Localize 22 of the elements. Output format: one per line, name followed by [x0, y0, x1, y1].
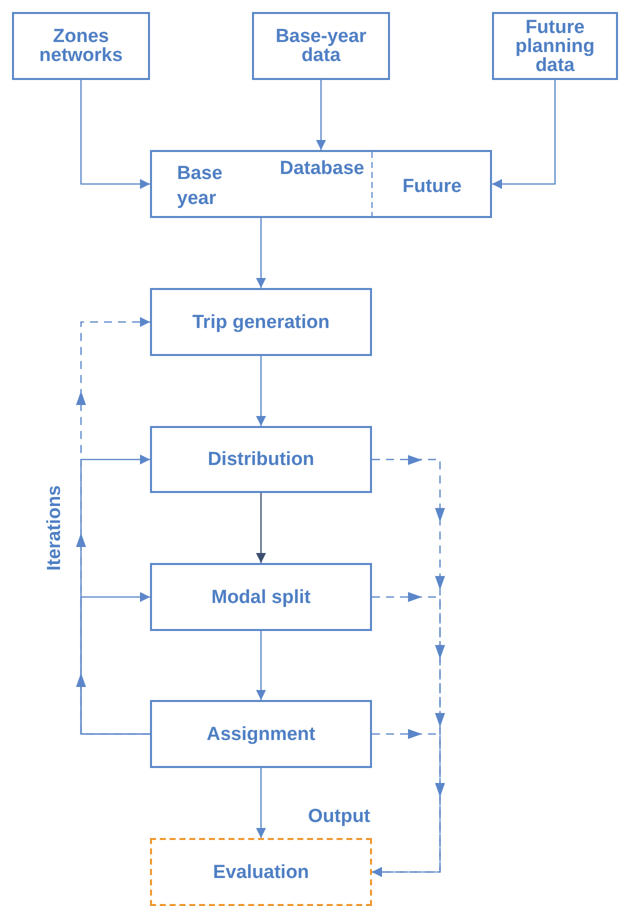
- node-label: Distribution: [208, 450, 314, 469]
- node-label: Base year: [177, 162, 224, 211]
- node-label: Modal split: [211, 588, 311, 606]
- node-label: Future planning data: [514, 18, 596, 74]
- node-label: Base-year data: [274, 27, 368, 65]
- node-label: Evaluation: [212, 862, 310, 882]
- node-label: Database: [278, 157, 366, 181]
- process-box: [150, 426, 372, 493]
- process-box: [12, 12, 150, 80]
- node-label: Zones networks: [38, 27, 124, 65]
- process-box: [150, 700, 372, 768]
- node-label: Future: [401, 175, 463, 199]
- node-label: Assignment: [206, 724, 316, 744]
- process-box: [252, 12, 390, 80]
- process-box: [492, 12, 618, 80]
- side-label: Iterations: [44, 485, 66, 571]
- process-box: [150, 838, 372, 906]
- node-label: Trip generation: [192, 312, 330, 332]
- process-box: [150, 288, 372, 356]
- node-caption: Output: [308, 806, 370, 828]
- process-box: [150, 150, 492, 218]
- process-box: [150, 563, 372, 631]
